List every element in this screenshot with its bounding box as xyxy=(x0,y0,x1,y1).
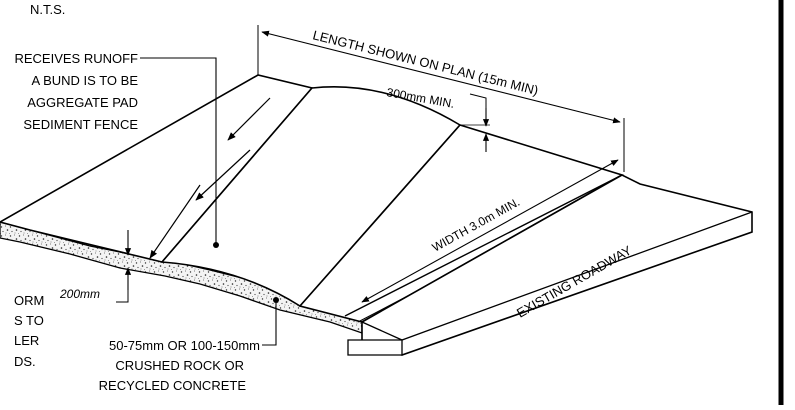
kerb-block xyxy=(347,339,403,356)
runoff-leader xyxy=(140,57,217,245)
flow-arrow xyxy=(195,149,251,201)
scale-note: N.T.S. xyxy=(30,2,65,17)
runoff-note-line: SEDIMENT FENCE xyxy=(23,117,138,132)
stormwater-note: ORM S TO LER DS. xyxy=(14,293,44,369)
runoff-note-line: A BUND IS TO BE xyxy=(32,73,139,88)
flow-arrow xyxy=(149,184,201,259)
material-note-line: 50-75mm OR 100-150mm xyxy=(109,338,260,353)
stormwater-note-line: DS. xyxy=(14,354,36,369)
stormwater-note-line: S TO xyxy=(14,313,44,328)
material-leader xyxy=(262,302,277,346)
runoff-note-line: AGGREGATE PAD xyxy=(27,95,138,110)
stormwater-note-line: LER xyxy=(14,333,39,348)
runoff-note-line: RECEIVES RUNOFF xyxy=(14,51,138,66)
depth-label: 200mm xyxy=(59,287,100,301)
width-dimension xyxy=(361,159,619,303)
depth-leader xyxy=(116,290,129,303)
material-note: 50-75mm OR 100-150mm CRUSHED ROCK OR REC… xyxy=(99,338,260,393)
material-note-line: CRUSHED ROCK OR xyxy=(115,358,244,373)
leader-dot xyxy=(213,242,219,248)
height-leader xyxy=(469,93,487,108)
material-note-line: RECYCLED CONCRETE xyxy=(99,378,247,393)
length-dimension xyxy=(261,30,621,124)
runoff-note: RECEIVES RUNOFF A BUND IS TO BE AGGREGAT… xyxy=(14,51,138,132)
stormwater-note-line: ORM xyxy=(14,293,44,308)
leader-dot xyxy=(273,297,279,303)
